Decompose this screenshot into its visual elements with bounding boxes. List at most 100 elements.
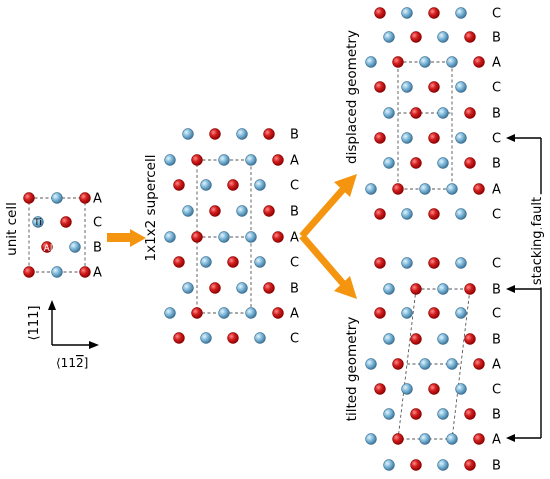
- ti-atom: [455, 257, 467, 269]
- ti-atom: [69, 241, 81, 253]
- ti-atom: [401, 208, 413, 220]
- layer-label: C: [492, 257, 501, 272]
- ti-atom: [218, 154, 230, 166]
- al-atom: [428, 307, 440, 319]
- ti-atom: [446, 56, 458, 68]
- ti-atom: [419, 56, 431, 68]
- ti-atom: [236, 282, 248, 294]
- ti-atom: [419, 433, 431, 445]
- al-atom: [392, 433, 404, 445]
- al-atom: [272, 231, 284, 243]
- layer-label: A: [290, 231, 299, 246]
- ti-atom: [437, 459, 449, 471]
- al-atom: [41, 241, 53, 253]
- ti-atom: [437, 333, 449, 345]
- layer-label: A: [290, 154, 299, 169]
- al-atom: [374, 81, 386, 93]
- cell-outline: [28, 197, 86, 273]
- ti-atom: [383, 408, 395, 420]
- al-atom: [374, 208, 386, 220]
- al-atom: [209, 282, 221, 294]
- ti-atom: [446, 183, 458, 195]
- al-atom: [227, 179, 239, 191]
- al-atom: [392, 56, 404, 68]
- al-atom: [272, 307, 284, 319]
- layer-label: B: [492, 31, 501, 46]
- ti-atom: [164, 154, 176, 166]
- layer-label: B: [290, 205, 299, 220]
- ti-atom: [383, 283, 395, 295]
- layer-label: A: [93, 266, 102, 281]
- layer-label: C: [492, 81, 501, 96]
- al-atom: [410, 107, 422, 119]
- al-atom: [392, 183, 404, 195]
- al-atom: [464, 459, 476, 471]
- ti-atom: [383, 459, 395, 471]
- ti-atom: [455, 383, 467, 395]
- ti-atom: [236, 205, 248, 217]
- direction-112-suffix: ]: [84, 356, 89, 370]
- direction-111-label: ⟨111]: [27, 306, 42, 341]
- ti-atom: [245, 231, 257, 243]
- ti-atom: [254, 332, 266, 344]
- al-atom: [191, 231, 203, 243]
- layer-label: C: [492, 307, 501, 322]
- al-atom: [464, 408, 476, 420]
- ti-atom: [437, 107, 449, 119]
- ti-atom: [365, 56, 377, 68]
- ti-atom: [455, 208, 467, 220]
- ti-atom: [455, 81, 467, 93]
- al-atom: [209, 128, 221, 140]
- ti-atom: [32, 216, 44, 228]
- al-atom: [464, 157, 476, 169]
- ti-atom: [182, 205, 194, 217]
- ti-atom: [383, 157, 395, 169]
- ti-atom: [236, 128, 248, 140]
- al-atom: [173, 332, 185, 344]
- al-atom: [209, 205, 221, 217]
- layer-label: C: [492, 383, 501, 398]
- layer-label: B: [492, 157, 501, 172]
- ti-atom: [218, 307, 230, 319]
- al-atom: [173, 179, 185, 191]
- crystal-axes: [48, 300, 99, 349]
- layer-label: A: [93, 192, 102, 207]
- ti-atom: [164, 307, 176, 319]
- layer-label: A: [290, 307, 299, 322]
- ti-atom: [365, 358, 377, 370]
- al-atom: [428, 257, 440, 269]
- al-atom: [428, 81, 440, 93]
- ti-atom: [437, 157, 449, 169]
- ti-atom: [218, 231, 230, 243]
- ti-atom: [437, 283, 449, 295]
- al-atom: [410, 283, 422, 295]
- al-atom: [374, 7, 386, 19]
- layer-label: C: [290, 256, 299, 271]
- layer-label: A: [492, 56, 501, 71]
- ti-atom: [164, 231, 176, 243]
- layer-label: B: [492, 408, 501, 423]
- direction-112-bar: 2: [76, 356, 84, 370]
- al-atom: [410, 31, 422, 43]
- al-atom: [410, 408, 422, 420]
- atom-al-label: Al: [44, 244, 53, 254]
- ti-atom: [182, 128, 194, 140]
- ti-atom: [51, 192, 63, 204]
- stacking-fault-arrowheads: [506, 134, 515, 442]
- al-atom: [410, 333, 422, 345]
- layer-label: B: [492, 333, 501, 348]
- ti-atom: [419, 358, 431, 370]
- layer-label: C: [290, 179, 299, 194]
- atoms: [23, 7, 485, 471]
- al-atom: [473, 358, 485, 370]
- arrow-to-tilted: [299, 233, 357, 299]
- layer-label: B: [290, 282, 299, 297]
- ti-atom: [254, 256, 266, 268]
- ti-atom: [455, 7, 467, 19]
- arrow-to-displaced: [299, 174, 357, 239]
- al-atom: [263, 282, 275, 294]
- ti-atom: [446, 433, 458, 445]
- ti-atom: [401, 307, 413, 319]
- layer-label: A: [492, 358, 501, 373]
